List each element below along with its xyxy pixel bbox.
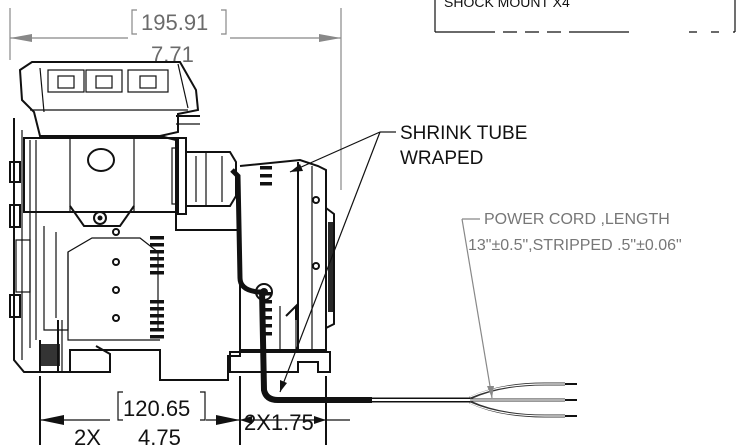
power-cable [230,168,372,403]
foot-width-dimension: 2X1.75 [240,376,350,445]
vent-slots-upper [150,236,164,275]
pump-body [9,61,241,381]
shock-mount-note-box: SHOCK MOUNT X4 [434,0,736,33]
spacing-dim-in: 4.75 [138,425,181,445]
motor-body [229,158,335,373]
shrink-tube-callout: SHRINK TUBE WRAPED [279,123,527,393]
overall-dim-mm: 195.91 [141,10,208,35]
power-cord-callout: POWER CORD ,LENGTH 13"±0.5",STRIPPED .5"… [461,211,682,399]
shock-mount-label: SHOCK MOUNT X4 [444,0,570,10]
stripped-wires [372,382,577,418]
vent-slots-lower [150,300,164,339]
power-cord-line2: 13"±0.5",STRIPPED .5"±0.06" [468,237,682,254]
shrink-tube-line1: SHRINK TUBE [400,123,527,144]
mount-spacing-dimension: 120.65 2X 4.75 [39,376,241,445]
spacing-dim-mm: 120.65 [123,396,190,421]
foot-width-value: 2X1.75 [244,410,314,435]
spacing-qty: 2X [74,425,101,445]
power-cord-line1: POWER CORD ,LENGTH [484,211,670,228]
cable-gland [185,151,237,207]
overall-dimension: 195.91 7.71 [9,8,342,190]
overall-dim-in: 7.71 [151,42,194,67]
shrink-tube-line2: WRAPED [400,148,483,169]
